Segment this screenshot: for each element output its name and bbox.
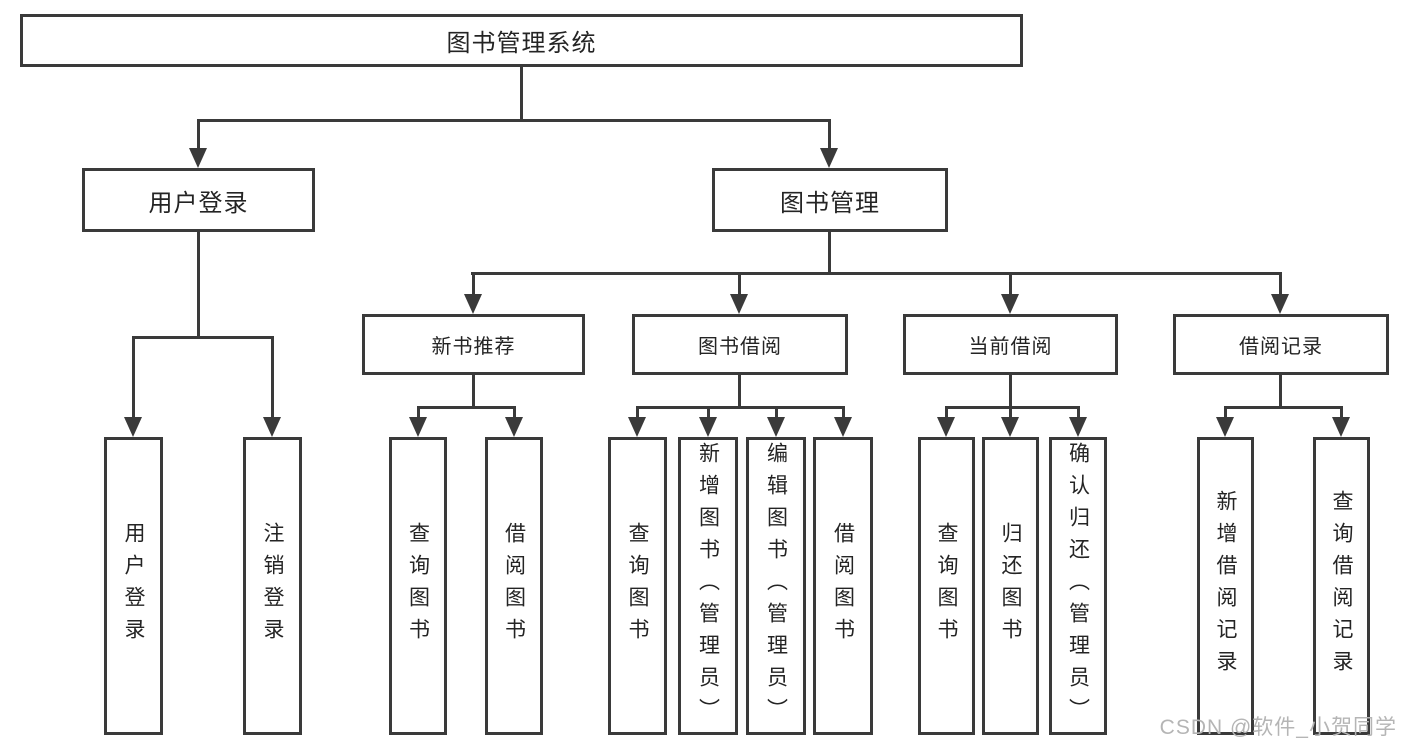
- leaf-current-confirm-return-admin: 确认归还（管理员）: [1049, 437, 1107, 735]
- leaf-current-return-books: 归还图书: [982, 437, 1039, 735]
- edge-to-leaf: [417, 409, 420, 419]
- edge-book-mgmt-stem: [828, 232, 831, 272]
- arrowhead-down-icon: [699, 417, 717, 437]
- arrowhead-down-icon: [189, 148, 207, 168]
- leaf-borrowing-edit-books-admin: 编辑图书（管理员）: [746, 437, 806, 735]
- edge-records-stem: [1279, 375, 1282, 409]
- edge-new-book-hbar: [417, 406, 516, 409]
- edge-book-mgmt-hbar: [471, 272, 1282, 275]
- edge-user-login-hbar: [132, 336, 274, 339]
- leaf-newbook-query-books: 查询图书: [389, 437, 447, 735]
- leaf-label: 查询图书: [935, 522, 958, 650]
- node-user-login: 用户登录: [82, 168, 315, 232]
- leaf-label: 确认归还（管理员）: [1066, 442, 1090, 730]
- edge-to-leaf: [1224, 409, 1227, 419]
- leaf-records-query-record: 查询借阅记录: [1313, 437, 1370, 735]
- arrowhead-down-icon: [1332, 417, 1350, 437]
- leaf-current-query-books: 查询图书: [918, 437, 975, 735]
- edge-to-leaf: [1009, 409, 1012, 419]
- leaf-label: 查询图书: [626, 522, 649, 650]
- node-label: 新书推荐: [431, 336, 516, 358]
- edge-new-book-stem: [472, 375, 475, 409]
- edge-to-leaf: [636, 409, 639, 419]
- arrowhead-down-icon: [409, 417, 427, 437]
- arrowhead-down-icon: [834, 417, 852, 437]
- arrowhead-down-icon: [628, 417, 646, 437]
- edge-current-hbar: [945, 406, 1080, 409]
- node-label: 借阅记录: [1239, 336, 1323, 358]
- leaf-records-add-record: 新增借阅记录: [1197, 437, 1254, 735]
- node-current-borrowing: 当前借阅: [903, 314, 1118, 375]
- leaf-label: 编辑图书（管理员）: [764, 442, 788, 730]
- leaf-label: 注销登录: [261, 522, 284, 650]
- leaf-label: 借阅图书: [502, 522, 526, 650]
- edge-to-leaf: [513, 409, 516, 419]
- leaf-label: 归还图书: [999, 522, 1022, 650]
- edge-records-hbar: [1224, 406, 1343, 409]
- edge-to-leaf-logout: [271, 339, 274, 419]
- leaf-newbook-borrow-books: 借阅图书: [485, 437, 543, 735]
- node-root-library-system: 图书管理系统: [20, 14, 1023, 67]
- edge-to-leaf: [1077, 409, 1080, 419]
- arrowhead-down-icon: [464, 294, 482, 314]
- leaf-label: 查询借阅记录: [1330, 490, 1353, 682]
- node-label: 图书管理: [780, 189, 880, 217]
- leaf-label: 查询图书: [406, 522, 430, 650]
- arrowhead-down-icon: [730, 294, 748, 314]
- node-borrowing-records: 借阅记录: [1173, 314, 1389, 375]
- leaf-label: 用户登录: [122, 522, 145, 650]
- csdn-watermark: CSDN @软件_小贺同学: [1159, 716, 1397, 739]
- leaf-borrowing-query-books: 查询图书: [608, 437, 667, 735]
- leaf-label: 借阅图书: [831, 522, 855, 650]
- arrowhead-down-icon: [124, 417, 142, 437]
- arrowhead-down-icon: [820, 148, 838, 168]
- leaf-borrowing-add-books-admin: 新增图书（管理员）: [678, 437, 738, 735]
- node-label: 用户登录: [148, 189, 249, 217]
- edge-to-leaf: [945, 409, 948, 419]
- leaf-user-login: 用户登录: [104, 437, 163, 735]
- leaf-label: 新增借阅记录: [1214, 490, 1237, 682]
- arrowhead-down-icon: [1216, 417, 1234, 437]
- edge-to-leaf-login: [132, 339, 135, 419]
- edge-root-hbar: [197, 119, 831, 122]
- edge-root-stem: [520, 67, 523, 119]
- edge-to-borrowing: [738, 275, 741, 297]
- node-label: 当前借阅: [968, 336, 1053, 358]
- leaf-label: 新增图书（管理员）: [696, 442, 720, 730]
- arrowhead-down-icon: [937, 417, 955, 437]
- edge-to-records: [1279, 275, 1282, 297]
- node-new-book-recommend: 新书推荐: [362, 314, 585, 375]
- node-book-management: 图书管理: [712, 168, 948, 232]
- edge-to-leaf: [842, 409, 845, 419]
- edge-borrowing-hbar: [636, 406, 845, 409]
- arrowhead-down-icon: [1271, 294, 1289, 314]
- edge-borrowing-stem: [738, 375, 741, 409]
- edge-to-new-book: [472, 275, 475, 297]
- edge-to-book-mgmt: [828, 122, 831, 150]
- edge-to-leaf: [1340, 409, 1343, 419]
- edge-current-stem: [1009, 375, 1012, 409]
- leaf-borrowing-borrow-books: 借阅图书: [813, 437, 873, 735]
- leaf-logout: 注销登录: [243, 437, 302, 735]
- arrowhead-down-icon: [1069, 417, 1087, 437]
- node-book-borrowing: 图书借阅: [632, 314, 848, 375]
- arrowhead-down-icon: [505, 417, 523, 437]
- arrowhead-down-icon: [263, 417, 281, 437]
- edge-user-login-stem: [197, 232, 200, 336]
- node-label: 图书借阅: [698, 336, 782, 358]
- arrowhead-down-icon: [1001, 294, 1019, 314]
- edge-to-leaf: [707, 409, 710, 419]
- edge-to-current: [1009, 275, 1012, 297]
- node-label: 图书管理系统: [446, 30, 597, 57]
- arrowhead-down-icon: [1001, 417, 1019, 437]
- arrowhead-down-icon: [767, 417, 785, 437]
- edge-to-user-login: [197, 122, 200, 150]
- edge-to-leaf: [775, 409, 778, 419]
